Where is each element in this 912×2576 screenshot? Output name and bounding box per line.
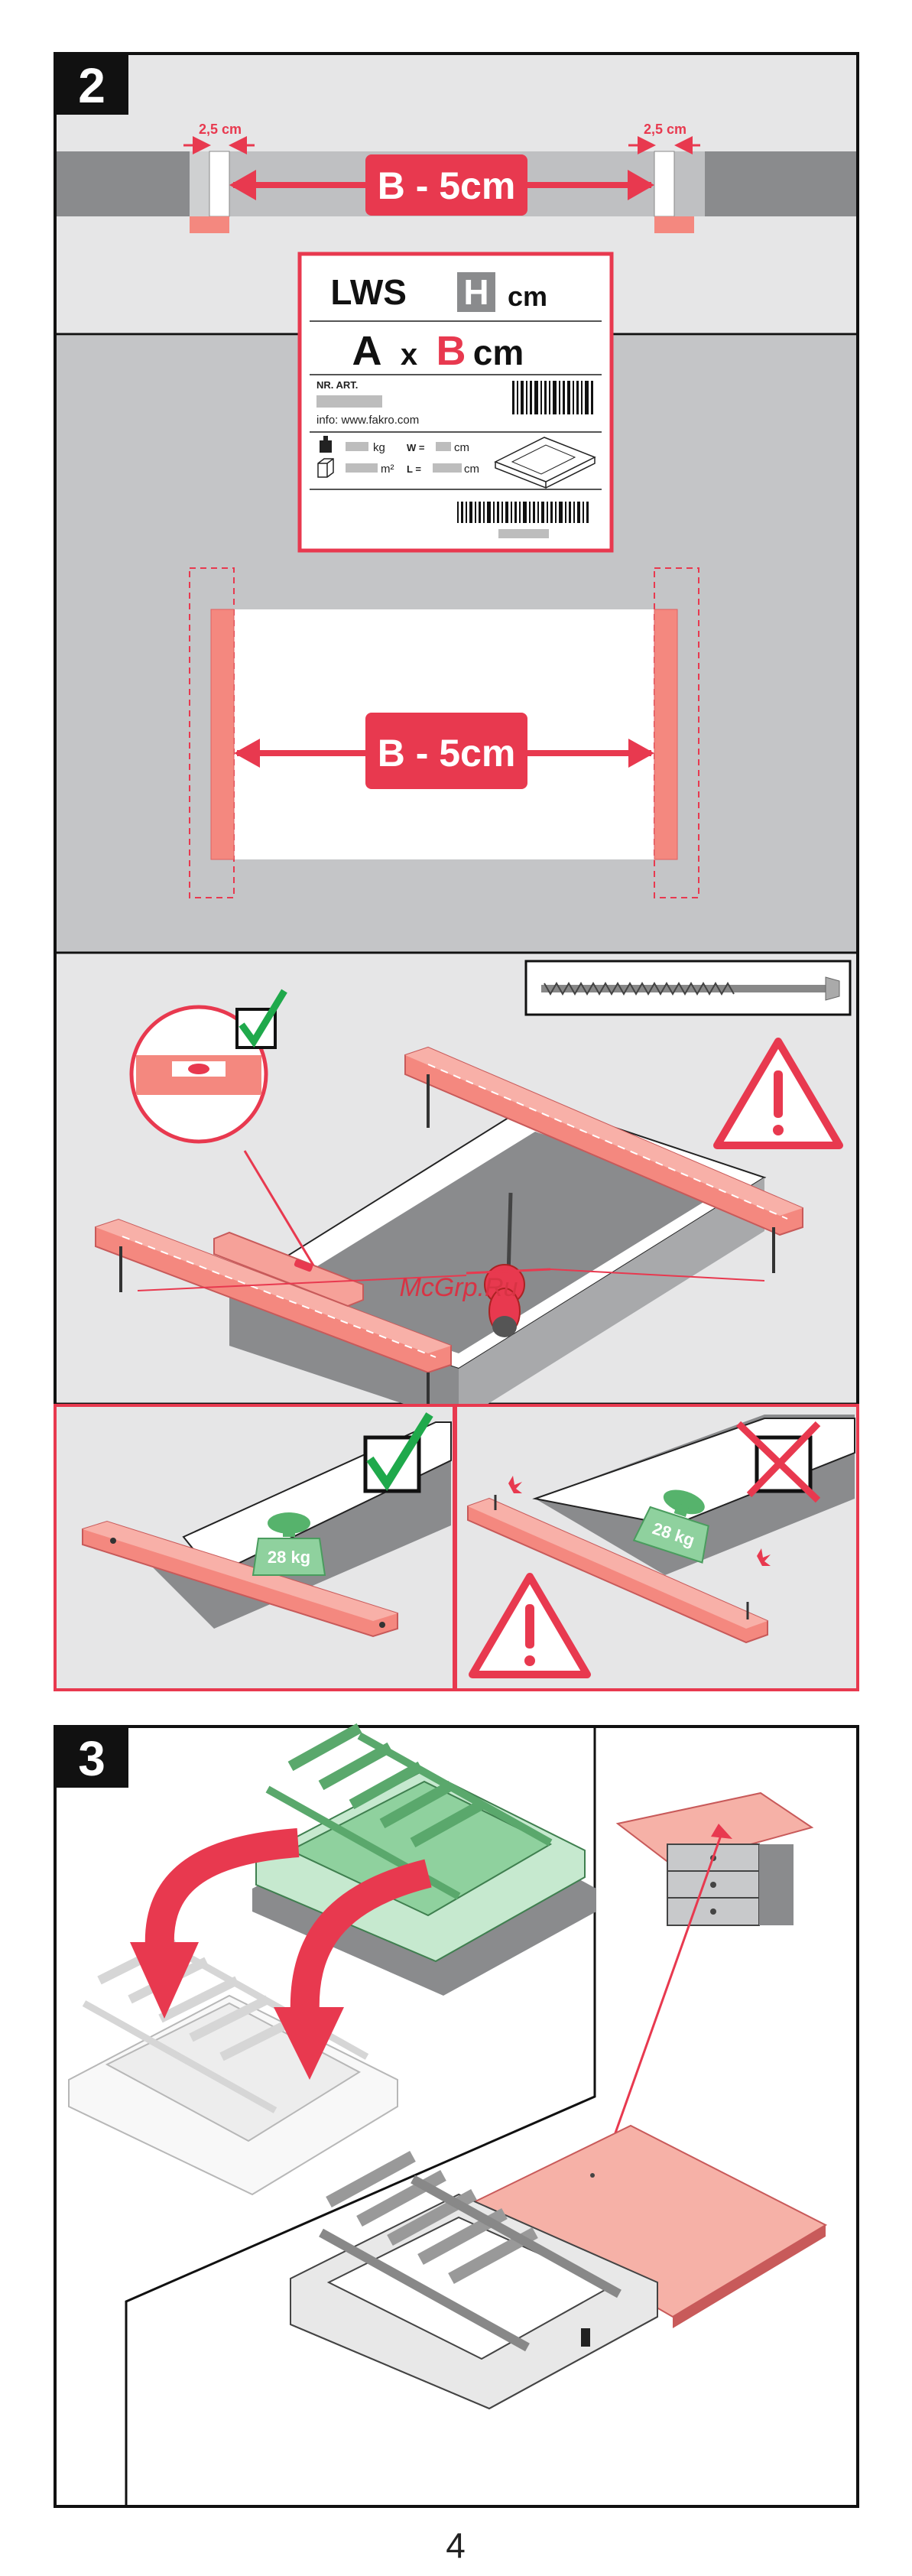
label-info: info: www.fakro.com [316,414,419,427]
step3-number: 3 [78,1731,105,1786]
step3-badge: 3 [55,1727,128,1788]
label-b: B [437,328,466,374]
label-h-box: H [463,272,488,312]
label-w: W = [407,442,425,453]
label-kg: kg [373,441,385,454]
step2-badge: 2 [55,54,128,115]
screw-box [526,961,850,1015]
ladder-ghost [69,1942,398,2194]
barcode-icon [511,381,596,414]
hatch-drawer-unit [618,1793,812,1925]
width-top-label: B - 5cm [378,164,516,207]
label-unit: cm [508,281,547,312]
label-model: LWS [330,272,407,312]
gap-right-label: 2,5 cm [644,122,686,137]
label-a: A [352,328,382,374]
label-w-unit: cm [454,441,469,454]
label-m2: m² [381,463,394,476]
label-l: L = [407,463,421,475]
section-d-correct: 28 kg [55,1405,454,1690]
step2-number: 2 [78,58,105,113]
product-label: LWS H cm A x B cm NR. ART. info: www.fak… [300,254,612,551]
watermark: McGrp.Ru [400,1273,518,1302]
label-unit2: cm [473,333,524,372]
section-e-incorrect: 28 kg [456,1405,858,1690]
width-middle-label: B - 5cm [378,732,516,775]
gap-left-label: 2,5 cm [199,122,242,137]
label-l-unit: cm [464,463,479,476]
page-number: 4 [446,2526,466,2565]
label-art: NR. ART. [316,379,358,391]
label-x: x [401,338,417,372]
weight-ok-label: 28 kg [268,1548,310,1567]
